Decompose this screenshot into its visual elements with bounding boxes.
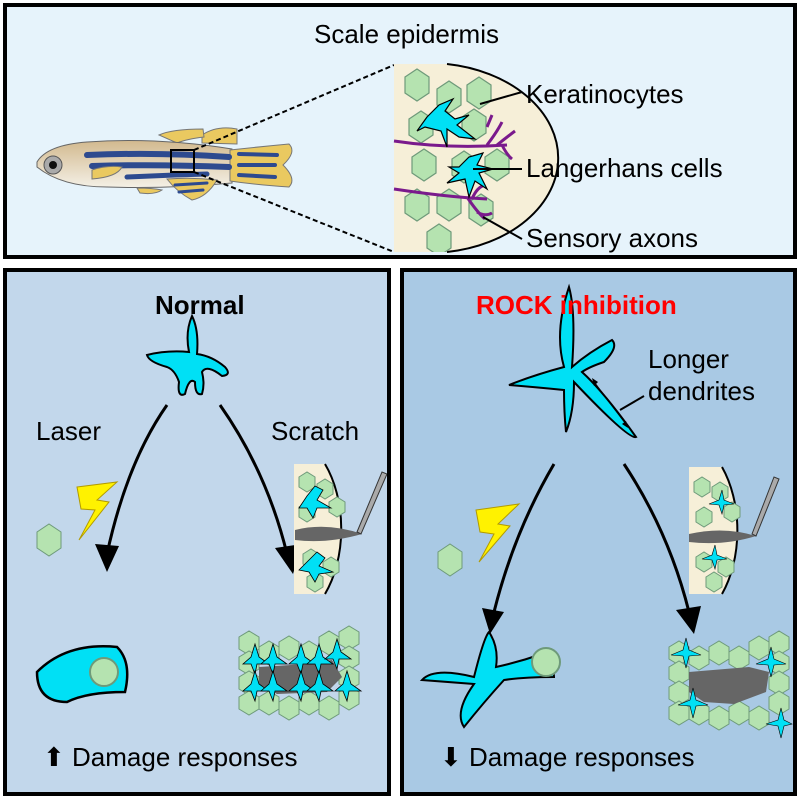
length-indicator xyxy=(593,381,627,425)
rock-footer: ⬇ Damage responses xyxy=(440,742,695,773)
langerhans-cell-icon xyxy=(145,313,229,396)
normal-footer-text: Damage responses xyxy=(72,742,298,772)
zoom-line-top xyxy=(193,64,395,151)
normal-title: Normal xyxy=(155,290,245,320)
normal-footer: ⬆ Damage responses xyxy=(43,742,298,773)
overview-illustration xyxy=(36,63,560,253)
overview-title: Scale epidermis xyxy=(314,19,499,49)
laser-lightning-icon xyxy=(437,503,521,577)
arrow-to-laser-result xyxy=(492,463,556,613)
arrow-to-scratch-result xyxy=(622,463,691,613)
label-sensory-axons: Sensory axons xyxy=(526,223,698,253)
label-langerhans-cells: Langerhans cells xyxy=(526,153,723,183)
rock-inhibition-panel: ROCK inhibition Longer dendrites ⬇ Damag… xyxy=(400,268,797,796)
scale-epidermis-inset xyxy=(393,63,560,253)
laser-response-cell xyxy=(419,630,561,729)
scratch-inset xyxy=(294,463,387,595)
zebrafish-icon xyxy=(36,127,293,201)
down-arrow-icon: ⬇ xyxy=(440,742,462,772)
zoom-region-box xyxy=(170,149,195,173)
rock-inhibition-title: ROCK inhibition xyxy=(476,290,677,320)
laser-lightning-icon xyxy=(36,481,119,557)
rock-illustration xyxy=(419,283,793,739)
normal-illustration xyxy=(35,313,387,721)
arrow-to-laser-result xyxy=(105,404,169,555)
scratch-label: Scratch xyxy=(271,416,360,446)
up-arrow-icon: ⬆ xyxy=(43,742,65,772)
annotation-longer: Longer xyxy=(648,344,729,374)
rock-footer-text: Damage responses xyxy=(469,742,695,772)
scratch-inset xyxy=(689,466,780,595)
label-keratinocytes: Keratinocytes xyxy=(526,79,684,109)
arrow-to-scratch-result xyxy=(218,404,289,555)
keratinocyte-cells xyxy=(404,68,510,252)
annotation-dendrites: dendrites xyxy=(648,376,755,406)
zoom-line-bottom xyxy=(193,171,395,253)
sensory-axons xyxy=(393,114,516,221)
laser-response-cell xyxy=(35,645,129,704)
scratch-response-wound xyxy=(238,625,363,721)
normal-panel: Normal Laser Scratch ⬆ Damage responses xyxy=(3,268,391,796)
scratch-needle-icon xyxy=(356,471,387,535)
scratch-response-wound xyxy=(668,630,793,739)
langerhans-cell-inset xyxy=(416,97,496,200)
laser-label: Laser xyxy=(36,416,102,446)
overview-panel: Scale epidermis Keratinocytes Langerhans… xyxy=(3,3,797,259)
